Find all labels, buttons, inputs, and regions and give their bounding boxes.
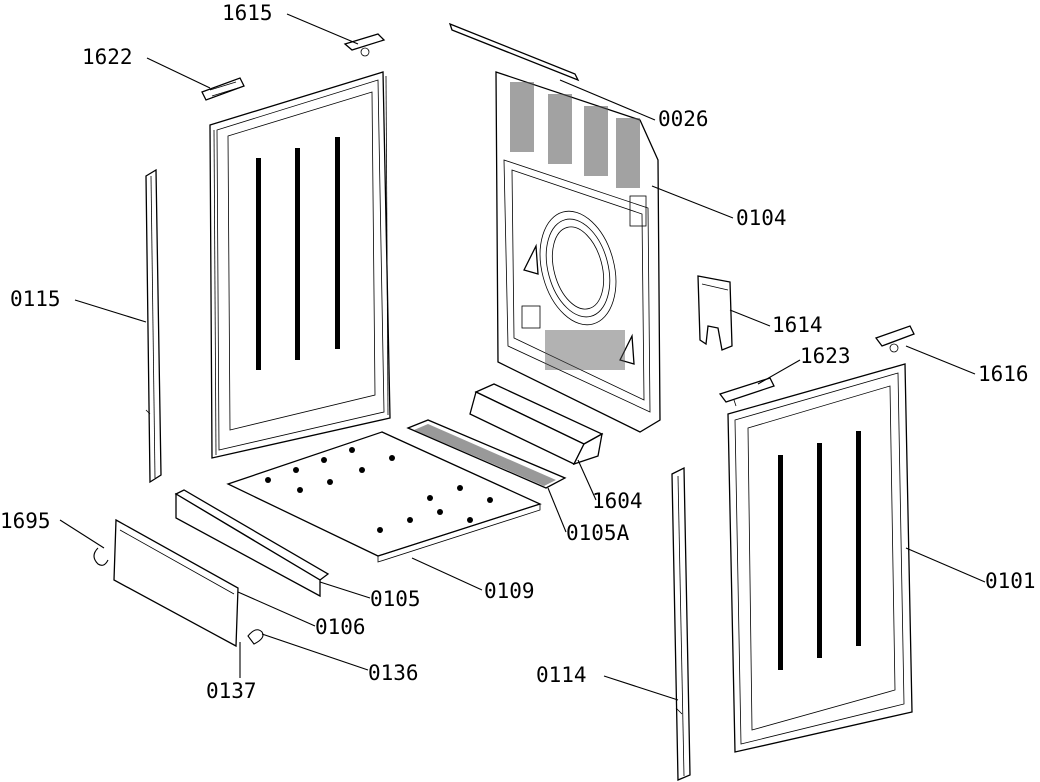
left-side-panel — [209, 71, 391, 459]
label-0115: 0115 — [10, 287, 61, 311]
back-panel — [495, 71, 661, 433]
label-0106: 0106 — [315, 615, 366, 639]
duct-1604 — [469, 383, 604, 466]
label-0109: 0109 — [484, 579, 535, 603]
drawer-front-0106 — [113, 518, 239, 648]
label-1695: 1695 — [0, 509, 51, 533]
kick-panel-0105 — [174, 489, 330, 598]
hinge-1622 — [201, 77, 245, 101]
label-1615: 1615 — [222, 1, 273, 25]
label-1616: 1616 — [978, 362, 1029, 386]
label-1622: 1622 — [82, 45, 133, 69]
label-0114: 0114 — [536, 663, 587, 687]
side-strip-0114 — [671, 466, 691, 781]
bracket-1614 — [697, 275, 733, 351]
label-0105: 0105 — [370, 587, 421, 611]
bracket-1615 — [343, 33, 386, 57]
label-0136: 0136 — [368, 661, 419, 685]
grille-0105A — [406, 419, 567, 489]
leader-lines — [59, 13, 986, 701]
label-1604: 1604 — [592, 489, 643, 513]
label-0105A: 0105A — [566, 521, 630, 545]
handle-1695 — [93, 547, 109, 566]
hinge-1623 — [718, 377, 775, 407]
top-vent-grille — [510, 82, 640, 188]
right-side-panel — [727, 363, 913, 753]
clip-0136 — [247, 629, 264, 645]
part-labels: 1615 1622 0026 0104 0115 1614 1623 1616 … — [0, 1, 1036, 703]
label-0104: 0104 — [736, 206, 787, 230]
side-strip-0115 — [145, 168, 162, 484]
bottom-plate-0109 — [226, 431, 542, 563]
label-0137: 0137 — [206, 679, 257, 703]
bracket-1616 — [874, 325, 915, 353]
top-strip-0026 — [448, 22, 580, 82]
label-0026: 0026 — [658, 107, 709, 131]
label-1614: 1614 — [772, 313, 823, 337]
label-0101: 0101 — [985, 569, 1036, 593]
label-1623: 1623 — [800, 344, 851, 368]
plate-holes — [265, 447, 493, 533]
